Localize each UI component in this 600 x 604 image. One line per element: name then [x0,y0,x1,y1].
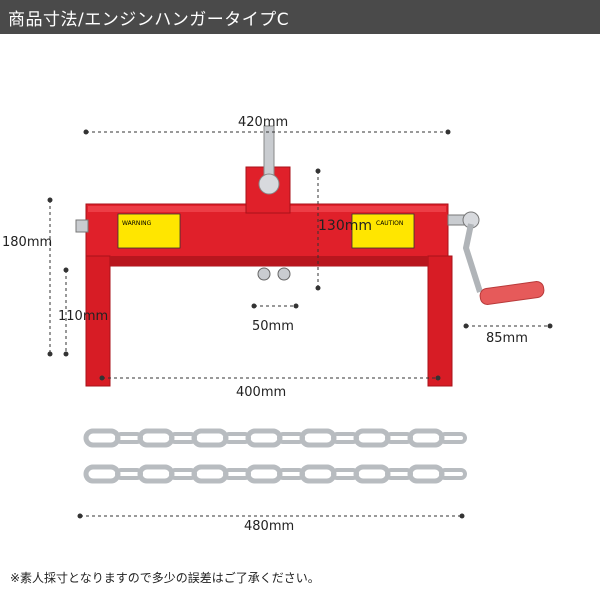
chain-link [385,468,413,480]
dim-110-label: 110mm [58,309,108,324]
chain-link [169,468,197,480]
bolt-right [277,267,291,281]
chain-link [407,464,445,484]
right-leg [427,255,453,387]
product-diagram: WARNING CAUTION [0,34,600,600]
chain-link [299,428,337,448]
chain-link [385,432,413,444]
warning-label-left [117,213,181,249]
chain-link [169,432,197,444]
dim-85-label: 85mm [486,331,528,346]
dim-480-label: 480mm [244,519,294,534]
chain-link [223,432,251,444]
chain-link [191,464,229,484]
eye-bolt-nut [258,173,280,195]
dimension-lines [49,131,550,517]
lower-plate [110,256,428,266]
chain-top [83,428,467,448]
bolt-left [257,267,271,281]
left-pin [75,219,89,233]
chain-link [299,464,337,484]
warning-label-right-text: CAUTION [376,220,403,227]
left-leg [85,255,111,387]
chain-link [331,432,359,444]
warning-label-left-text: WARNING [122,220,152,227]
hanger-frame: WARNING CAUTION [75,125,545,387]
chain-link [115,432,143,444]
chain-link [137,464,175,484]
chain-bottom [83,464,467,484]
chain-link [191,428,229,448]
chain-link [277,468,305,480]
chain-link [137,428,175,448]
chain-link [331,468,359,480]
dim-420-label: 420mm [238,115,288,130]
chain-link [115,468,143,480]
chain-link [407,428,445,448]
page-title: 商品寸法/エンジンハンガータイプC [8,9,290,30]
dim-400-label: 400mm [236,385,286,400]
dimension-dots [47,129,553,519]
dim-180-label: 180mm [2,235,52,250]
chain-link [223,468,251,480]
engine-hanger-diagram: WARNING CAUTION [2,115,553,534]
eye-bolt-shaft [263,125,275,179]
dim-50-label: 50mm [252,319,294,334]
chain-link [277,432,305,444]
chain-link [439,432,467,444]
dim-130-label: 130mm [318,218,372,234]
warning-label-right [351,213,415,249]
chain-link [245,428,283,448]
chain-link [353,464,391,484]
chain-link [83,428,121,448]
chain-link [439,468,467,480]
crank-grip [479,281,545,305]
chain-link [245,464,283,484]
chain-link [353,428,391,448]
chain-link [83,464,121,484]
crank-arm [463,223,483,293]
disclaimer-note: ※素人採寸となりますので多少の誤差はご了承ください。 [10,571,320,585]
header-bar: 商品寸法/エンジンハンガータイプC [0,0,600,34]
